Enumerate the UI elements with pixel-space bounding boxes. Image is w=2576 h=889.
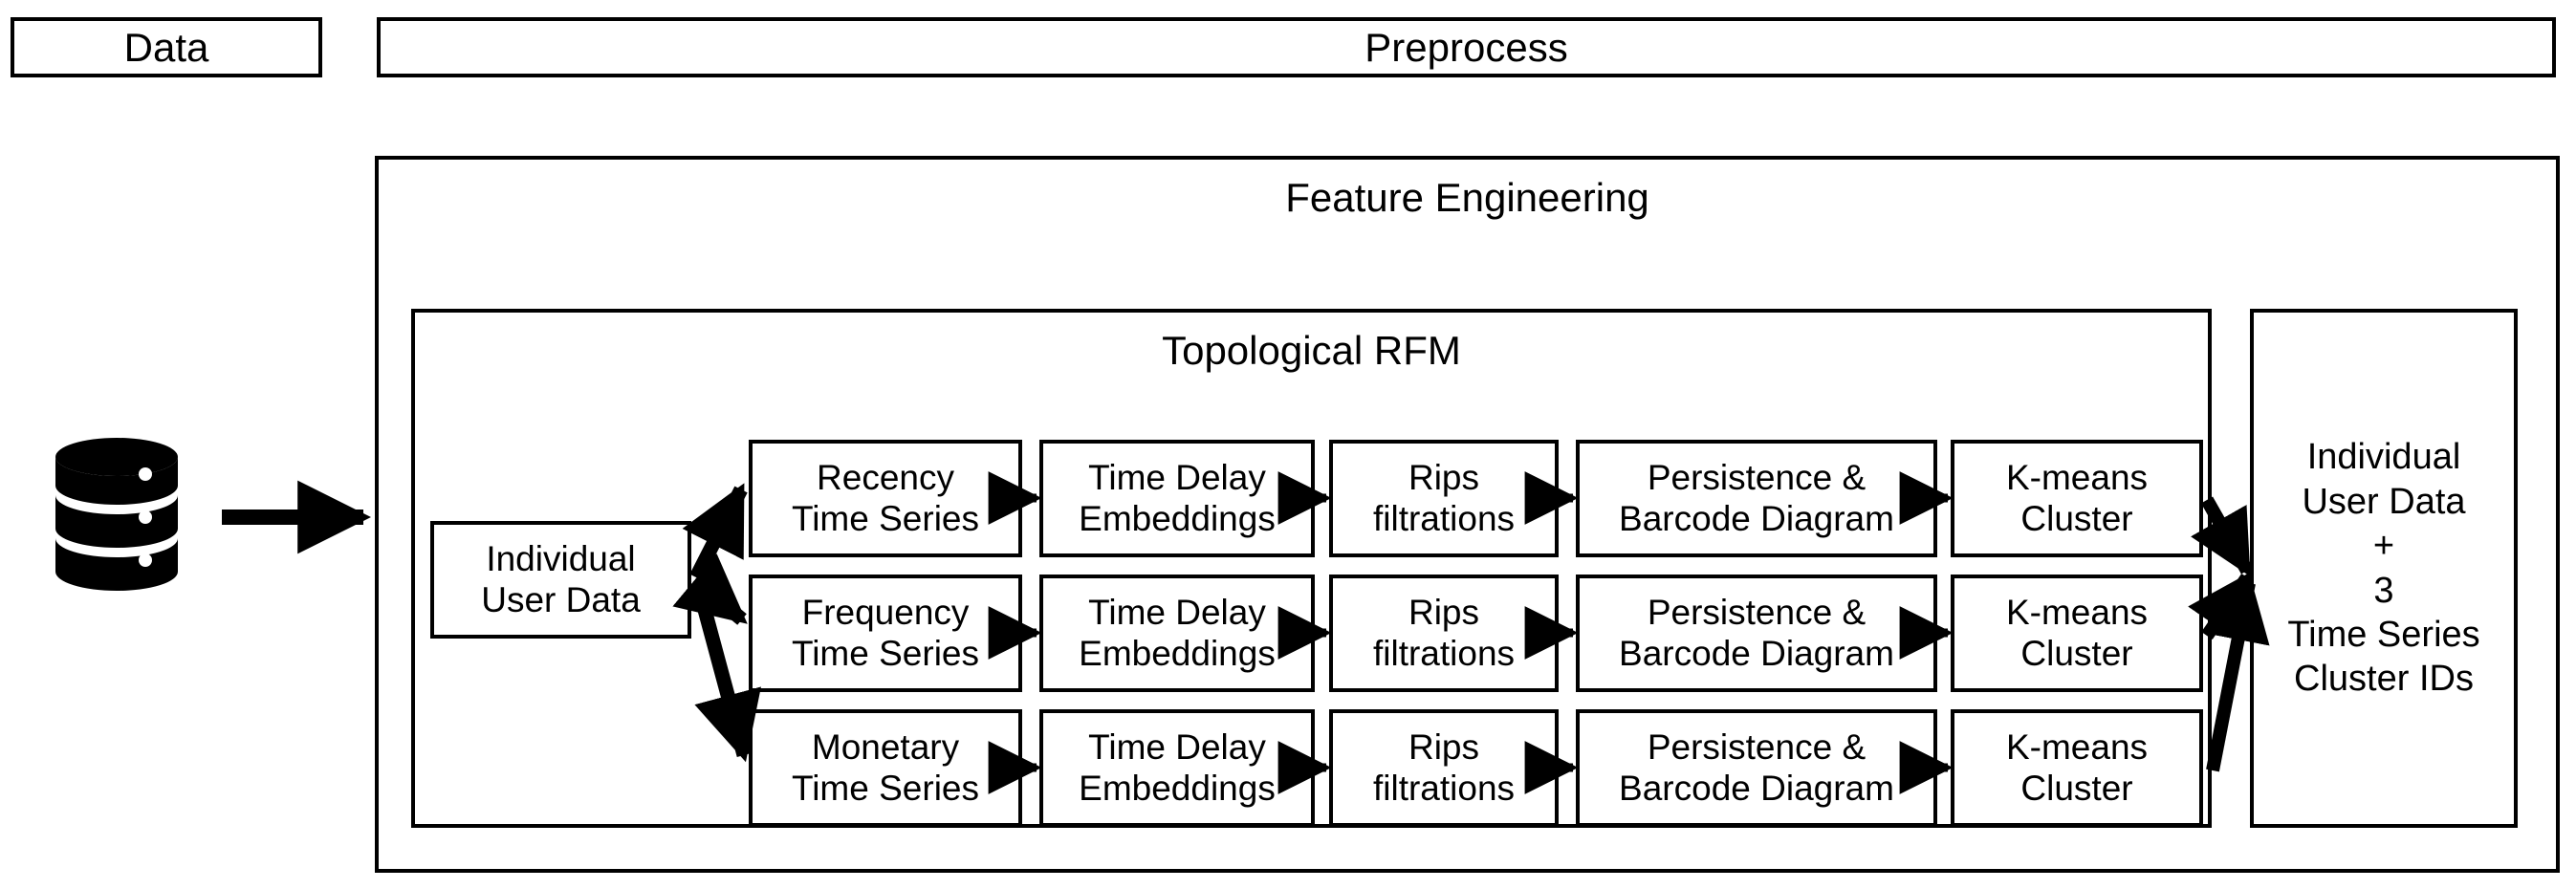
recency-rips-filtrations-box: Rips filtrations: [1329, 440, 1559, 557]
recency-persistence-barcode-diagram-box: Persistence & Barcode Diagram: [1576, 440, 1937, 557]
topological-rfm-title: Topological RFM: [1162, 328, 1461, 373]
recency-time-delay-embeddings-box: Time Delay Embeddings: [1039, 440, 1315, 557]
frequency-k-means-cluster-label: K-means Cluster: [2005, 593, 2149, 673]
monetary-k-means-cluster-box: K-means Cluster: [1951, 709, 2203, 827]
recency-time-series-box: Recency Time Series: [749, 440, 1022, 557]
monetary-rips-filtrations-label: Rips filtrations: [1372, 727, 1516, 808]
monetary-time-series-label: Monetary Time Series: [791, 727, 979, 808]
monetary-persistence-barcode-diagram-label: Persistence & Barcode Diagram: [1619, 727, 1894, 808]
frequency-persistence-barcode-diagram-label: Persistence & Barcode Diagram: [1619, 593, 1894, 673]
header-data-label: Data: [123, 24, 209, 70]
frequency-rips-filtrations-box: Rips filtrations: [1329, 575, 1559, 692]
recency-rips-filtrations-label: Rips filtrations: [1372, 458, 1516, 538]
frequency-rips-filtrations-label: Rips filtrations: [1372, 593, 1516, 673]
recency-k-means-cluster-label: K-means Cluster: [2005, 458, 2149, 538]
monetary-time-delay-embeddings-box: Time Delay Embeddings: [1039, 709, 1315, 827]
output-individual-user-data-cluster-ids-label: Individual User Data + 3 Time Series Clu…: [2287, 437, 2480, 700]
header-preprocess-label: Preprocess: [1364, 24, 1568, 70]
input-individual-user-data-box: Individual User Data: [430, 521, 691, 639]
frequency-time-series-label: Frequency Time Series: [791, 593, 979, 673]
header-preprocess-box: Preprocess: [377, 17, 2556, 77]
header-data-box: Data: [11, 17, 322, 77]
frequency-time-series-box: Frequency Time Series: [749, 575, 1022, 692]
monetary-k-means-cluster-label: K-means Cluster: [2005, 727, 2149, 808]
frequency-persistence-barcode-diagram-box: Persistence & Barcode Diagram: [1576, 575, 1937, 692]
frequency-time-delay-embeddings-box: Time Delay Embeddings: [1039, 575, 1315, 692]
monetary-time-delay-embeddings-label: Time Delay Embeddings: [1079, 727, 1276, 808]
recency-persistence-barcode-diagram-label: Persistence & Barcode Diagram: [1619, 458, 1894, 538]
feature-engineering-container: Feature Engineering: [375, 156, 2560, 873]
recency-time-delay-embeddings-label: Time Delay Embeddings: [1079, 458, 1276, 538]
database-cylinder-icon: [54, 436, 180, 598]
frequency-time-delay-embeddings-label: Time Delay Embeddings: [1079, 593, 1276, 673]
feature-engineering-title: Feature Engineering: [1285, 175, 1649, 220]
frequency-k-means-cluster-box: K-means Cluster: [1951, 575, 2203, 692]
input-individual-user-data-label: Individual User Data: [481, 539, 641, 619]
recency-k-means-cluster-box: K-means Cluster: [1951, 440, 2203, 557]
monetary-persistence-barcode-diagram-box: Persistence & Barcode Diagram: [1576, 709, 1937, 827]
output-individual-user-data-cluster-ids-box: Individual User Data + 3 Time Series Clu…: [2250, 309, 2518, 828]
monetary-rips-filtrations-box: Rips filtrations: [1329, 709, 1559, 827]
recency-time-series-label: Recency Time Series: [791, 458, 979, 538]
monetary-time-series-box: Monetary Time Series: [749, 709, 1022, 827]
